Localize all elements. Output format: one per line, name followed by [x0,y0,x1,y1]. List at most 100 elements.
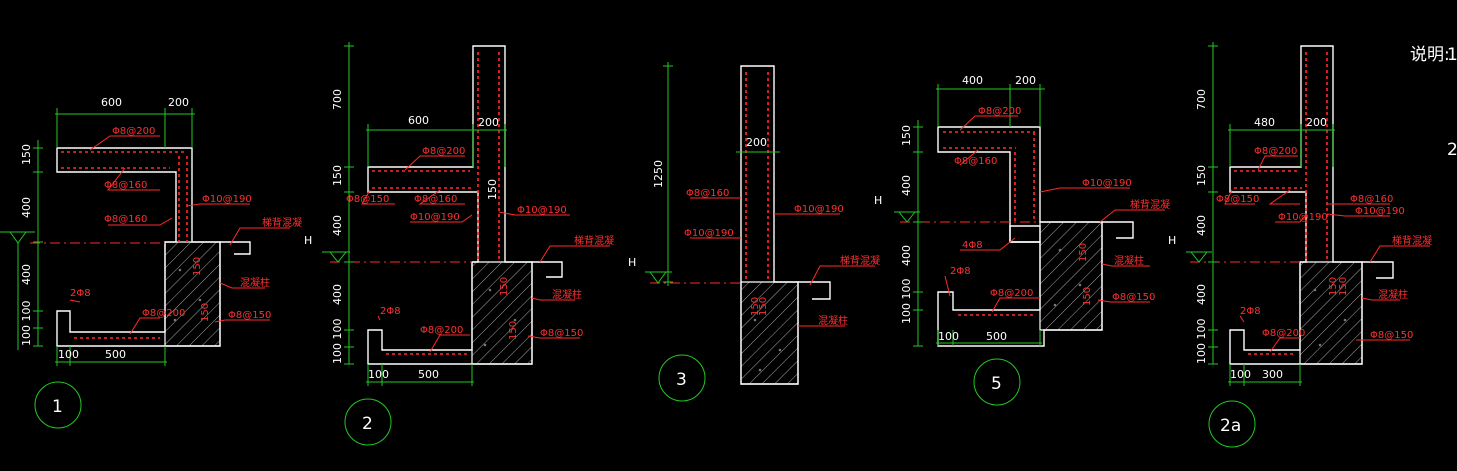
svg-text:Φ10@190: Φ10@190 [517,205,567,216]
detail-5-callout-label: 5 [991,374,1002,394]
svg-text:Φ8@200: Φ8@200 [1262,328,1305,339]
svg-text:梯背混凝: 梯背混凝 [1130,198,1170,211]
notes-heading: 说明: [1410,45,1450,65]
svg-text:Φ8@150: Φ8@150 [540,328,583,339]
detail-2a-callout-label: 2a [1220,416,1241,436]
svg-text:混凝柱: 混凝柱 [552,288,582,301]
svg-text:Φ8@150: Φ8@150 [1112,292,1155,303]
detail-3: H 1250 200 Φ8@160 Φ10@190 Φ10@190 梯背混凝 混… [628,62,880,402]
svg-text:400: 400 [1195,215,1208,236]
svg-text:100: 100 [1230,368,1251,381]
svg-text:Φ8@200: Φ8@200 [142,308,185,319]
svg-text:Φ8@160: Φ8@160 [954,156,997,167]
svg-text:100: 100 [938,330,959,343]
svg-text:2Φ8: 2Φ8 [950,266,971,277]
svg-text:混凝柱: 混凝柱 [818,314,848,327]
svg-text:700: 700 [331,89,344,110]
detail-2a-level-marker [1186,251,1212,263]
svg-text:600: 600 [408,114,429,127]
svg-text:Φ8@200: Φ8@200 [1254,146,1297,157]
detail-2-level-marker [322,251,350,263]
detail-5-level-marker [894,211,920,223]
detail-2-callout-label: 2 [362,414,373,434]
svg-text:400: 400 [20,197,33,218]
svg-text:Φ8@200: Φ8@200 [978,106,1021,117]
svg-text:700: 700 [1195,89,1208,110]
svg-text:Φ8@150: Φ8@150 [1216,194,1259,205]
svg-text:150: 150 [499,277,510,296]
svg-text:Φ8@160: Φ8@160 [1350,194,1393,205]
svg-text:梯背混凝: 梯背混凝 [1392,234,1432,247]
svg-text:Φ8@160: Φ8@160 [414,194,457,205]
svg-text:Φ10@190: Φ10@190 [410,212,460,223]
foundation-speckles [173,248,1347,372]
svg-text:Φ10@190: Φ10@190 [1082,178,1132,189]
svg-text:Φ10@190: Φ10@190 [1278,212,1328,223]
detail-3-callout-label: 3 [676,370,687,390]
svg-text:150: 150 [750,297,761,316]
svg-text:1250: 1250 [652,160,665,188]
svg-text:Φ8@200: Φ8@200 [422,146,465,157]
svg-text:梯背混凝: 梯背混凝 [262,216,302,229]
svg-text:梯背混凝: 梯背混凝 [574,234,614,247]
svg-text:500: 500 [986,330,1007,343]
svg-text:100: 100 [368,368,389,381]
svg-text:Φ8@150: Φ8@150 [1370,330,1413,341]
svg-text:混凝柱: 混凝柱 [1378,288,1408,301]
detail-2: H 700 150 400 400 100 100 600 200 100 50… [304,42,614,446]
svg-text:400: 400 [962,74,983,87]
detail-1: 150 400 400 100 100 600 200 100 500 Φ8@2… [0,96,302,429]
svg-text:H: H [628,256,636,269]
svg-text:150: 150 [1195,165,1208,186]
svg-text:150: 150 [1338,277,1349,296]
svg-text:400: 400 [1195,284,1208,305]
svg-text:Φ8@150: Φ8@150 [228,310,271,321]
svg-text:200: 200 [1015,74,1036,87]
svg-text:Φ8@200: Φ8@200 [420,325,463,336]
svg-text:H: H [874,194,882,207]
notes-block: 说明: 1. 2 [1410,45,1457,160]
svg-text:Φ8@200: Φ8@200 [990,288,1033,299]
svg-text:2Φ8: 2Φ8 [70,288,91,299]
detail-2a: H 700 150 400 400 100 100 480 200 100 30… [1168,42,1432,448]
svg-text:Φ8@200: Φ8@200 [112,126,155,137]
svg-text:200: 200 [746,136,767,149]
detail-5-foundation-hatch [1039,221,1103,331]
svg-text:H: H [304,234,312,247]
svg-text:100 100: 100 100 [331,319,344,365]
svg-text:2Φ8: 2Φ8 [380,306,401,317]
svg-text:150: 150 [900,125,913,146]
notes-item-1: 1. [1447,45,1457,65]
svg-text:200: 200 [478,116,499,129]
svg-text:500: 500 [418,368,439,381]
detail-1-callout-circle [34,381,82,429]
svg-text:300: 300 [1262,368,1283,381]
svg-text:100 100: 100 100 [20,301,33,347]
svg-text:Φ8@160: Φ8@160 [686,188,729,199]
svg-text:Φ8@160: Φ8@160 [104,214,147,225]
detail-2-foundation-hatch [471,261,533,365]
svg-text:150: 150 [486,179,499,200]
svg-text:150: 150 [508,321,519,340]
svg-text:Φ10@190: Φ10@190 [202,194,252,205]
svg-text:150: 150 [331,165,344,186]
svg-text:100 100: 100 100 [1195,319,1208,365]
detail-1-callout-label: 1 [52,397,63,417]
svg-text:Φ8@150: Φ8@150 [346,194,389,205]
detail-2-callout-circle [344,398,392,446]
detail-2a-callout-circle [1208,400,1256,448]
svg-text:400: 400 [20,264,33,285]
svg-text:混凝柱: 混凝柱 [1114,254,1144,267]
svg-text:150: 150 [20,144,33,165]
svg-text:150: 150 [758,297,769,316]
svg-text:H: H [1168,234,1176,247]
svg-text:400: 400 [900,245,913,266]
svg-text:200: 200 [168,96,189,109]
svg-text:150: 150 [1082,287,1093,306]
detail-1-level-marker [0,231,35,350]
svg-text:400: 400 [331,215,344,236]
svg-text:Φ10@190: Φ10@190 [1355,206,1405,217]
svg-text:600: 600 [101,96,122,109]
svg-text:150: 150 [192,257,203,276]
